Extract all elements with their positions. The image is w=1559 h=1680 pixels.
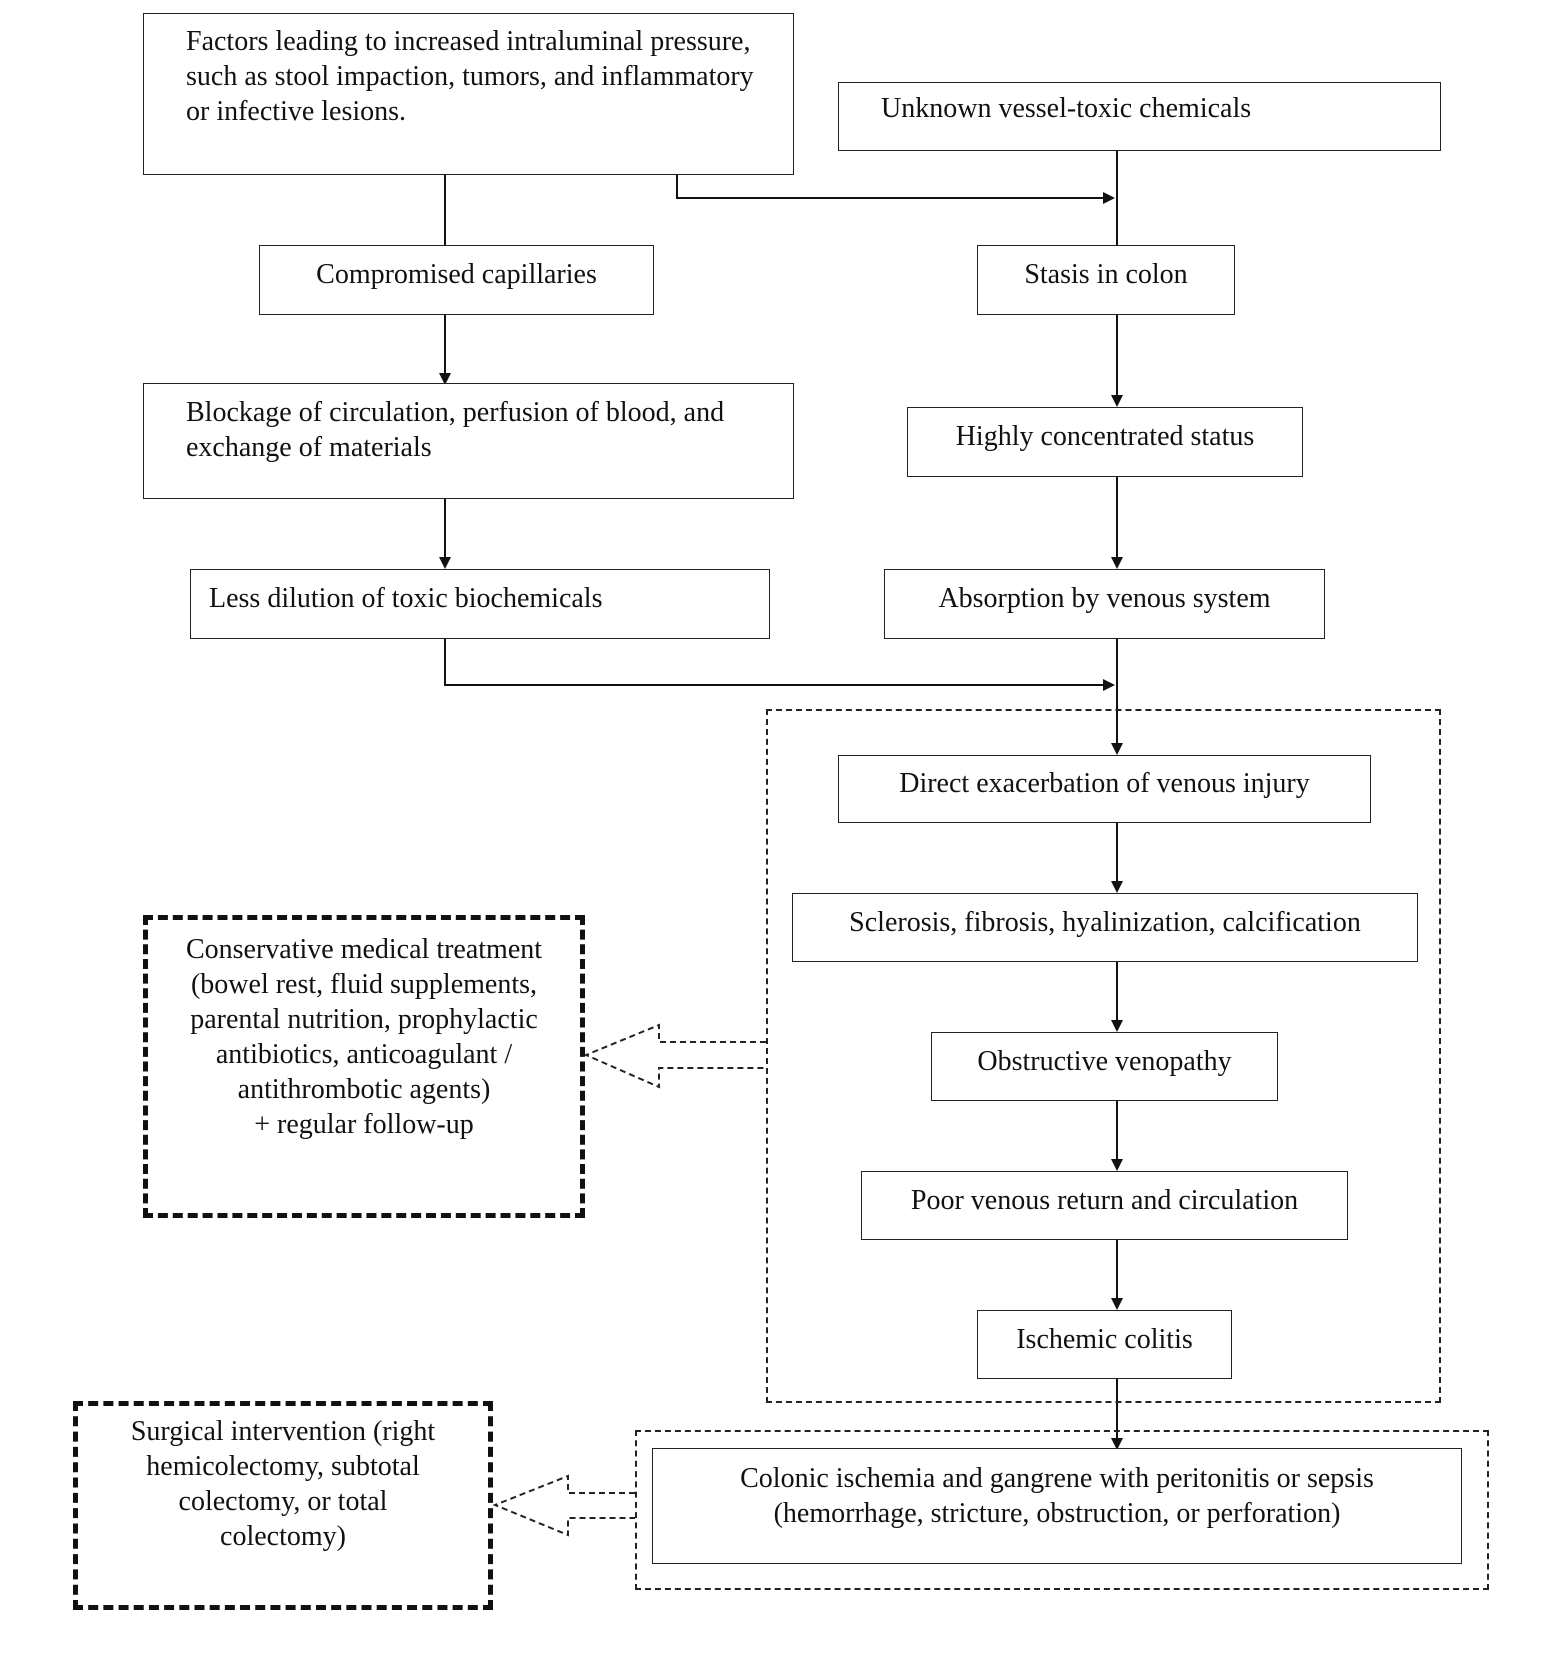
- node-obstructive: Obstructive venopathy: [931, 1032, 1278, 1101]
- node-unknown-chemicals: Unknown vessel-toxic chemicals: [838, 82, 1441, 151]
- hollow-arrow-to-conservative: [583, 1023, 766, 1089]
- conservative-line-6: + regular follow-up: [254, 1109, 474, 1140]
- surgical-line-2: hemicolectomy, subtotal: [146, 1451, 420, 1482]
- node-compromised-capillaries: Compromised capillaries: [259, 245, 654, 315]
- surgical-line-1: Surgical intervention (right: [130, 1416, 436, 1447]
- node-direct-exacerbation-text: Direct exacerbation of venous injury: [899, 768, 1310, 799]
- conservative-line-2: (bowel rest, fluid supplements,: [190, 969, 538, 1000]
- node-unknown-chemicals-text: Unknown vessel-toxic chemicals: [881, 93, 1252, 124]
- node-sclerosis: Sclerosis, fibrosis, hyalinization, calc…: [792, 893, 1418, 962]
- conservative-line-5: antithrombotic agents): [237, 1074, 491, 1105]
- conservative-line-1: Conservative medical treatment: [185, 934, 543, 965]
- arrow-factors-to-right: [676, 175, 1115, 204]
- complication-group: [635, 1430, 1489, 1590]
- node-gangrene-line2: (hemorrhage, stricture, obstruction, or …: [773, 1498, 1341, 1529]
- node-poor-return: Poor venous return and circulation: [861, 1171, 1348, 1240]
- node-stasis-text: Stasis in colon: [1024, 259, 1188, 290]
- surgical-line-4: colectomy): [220, 1521, 346, 1552]
- arrow-dilution-to-right: [444, 639, 1115, 691]
- node-sclerosis-text: Sclerosis, fibrosis, hyalinization, calc…: [849, 907, 1361, 938]
- node-concentrated-text: Highly concentrated status: [955, 421, 1255, 452]
- node-compromised-capillaries-text: Compromised capillaries: [316, 259, 597, 290]
- node-less-dilution-text: Less dilution of toxic biochemicals: [209, 583, 603, 614]
- node-blockage-text: Blockage of circulation, perfusion of bl…: [186, 397, 725, 463]
- node-ischemic-colitis: Ischemic colitis: [977, 1310, 1232, 1379]
- treatment-conservative: Conservative medical treatment (bowel re…: [143, 915, 585, 1218]
- surgical-line-3: colectomy, or total: [178, 1486, 388, 1517]
- conservative-line-4: antibiotics, anticoagulant /: [215, 1039, 513, 1070]
- node-gangrene-line1: Colonic ischemia and gangrene with perit…: [740, 1463, 1374, 1494]
- treatment-surgical: Surgical intervention (right hemicolecto…: [73, 1401, 493, 1610]
- node-factors: Factors leading to increased intralumina…: [143, 13, 794, 175]
- conservative-line-3: parental nutrition, prophylactic: [190, 1004, 538, 1035]
- node-ischemic-colitis-text: Ischemic colitis: [1016, 1324, 1193, 1355]
- venous-pathway-group: [766, 709, 1441, 1403]
- node-stasis: Stasis in colon: [977, 245, 1235, 315]
- node-direct-exacerbation: Direct exacerbation of venous injury: [838, 755, 1371, 823]
- node-obstructive-text: Obstructive venopathy: [977, 1046, 1232, 1077]
- hollow-arrow-to-surgical: [492, 1474, 635, 1537]
- node-concentrated: Highly concentrated status: [907, 407, 1303, 477]
- node-factors-text: Factors leading to increased intralumina…: [186, 26, 754, 127]
- node-absorption: Absorption by venous system: [884, 569, 1325, 639]
- node-blockage: Blockage of circulation, perfusion of bl…: [143, 383, 794, 499]
- node-poor-return-text: Poor venous return and circulation: [910, 1185, 1299, 1216]
- node-absorption-text: Absorption by venous system: [938, 583, 1271, 614]
- node-less-dilution: Less dilution of toxic biochemicals: [190, 569, 770, 639]
- node-gangrene: Colonic ischemia and gangrene with perit…: [652, 1448, 1462, 1564]
